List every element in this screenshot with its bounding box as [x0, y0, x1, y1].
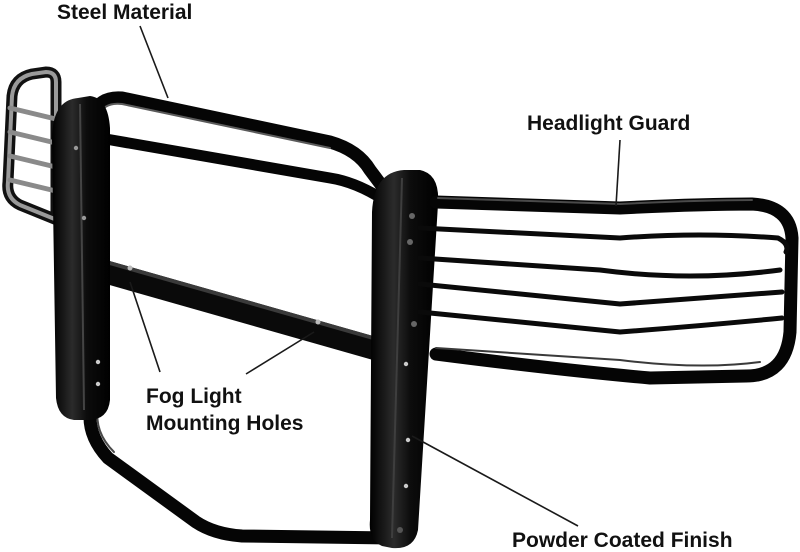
powder-coated-label: Powder Coated Finish — [512, 529, 733, 552]
right-upright-post — [369, 170, 439, 549]
steel-material-label: Steel Material — [57, 1, 193, 24]
right-headlight-guard — [417, 195, 799, 385]
fog-light-leader-1 — [129, 281, 161, 373]
fog-light-label-line1: Fog Light — [146, 385, 242, 408]
left-upright-post — [52, 96, 110, 420]
fog-light-label-line2: Mounting Holes — [146, 412, 304, 435]
top-hoop — [85, 91, 395, 206]
callout-leader-lines — [129, 25, 621, 527]
steel-material-leader — [139, 25, 169, 99]
powder-coated-leader — [411, 435, 579, 527]
fog-light-leader-2 — [245, 331, 315, 375]
left-headlight-guard — [2, 66, 68, 228]
fog-light-crossbar — [64, 248, 380, 362]
fog-light-label: Fog Light Mounting Holes — [146, 383, 303, 437]
headlight-guard-label: Headlight Guard — [527, 112, 691, 135]
headlight-guard-leader — [615, 139, 621, 207]
